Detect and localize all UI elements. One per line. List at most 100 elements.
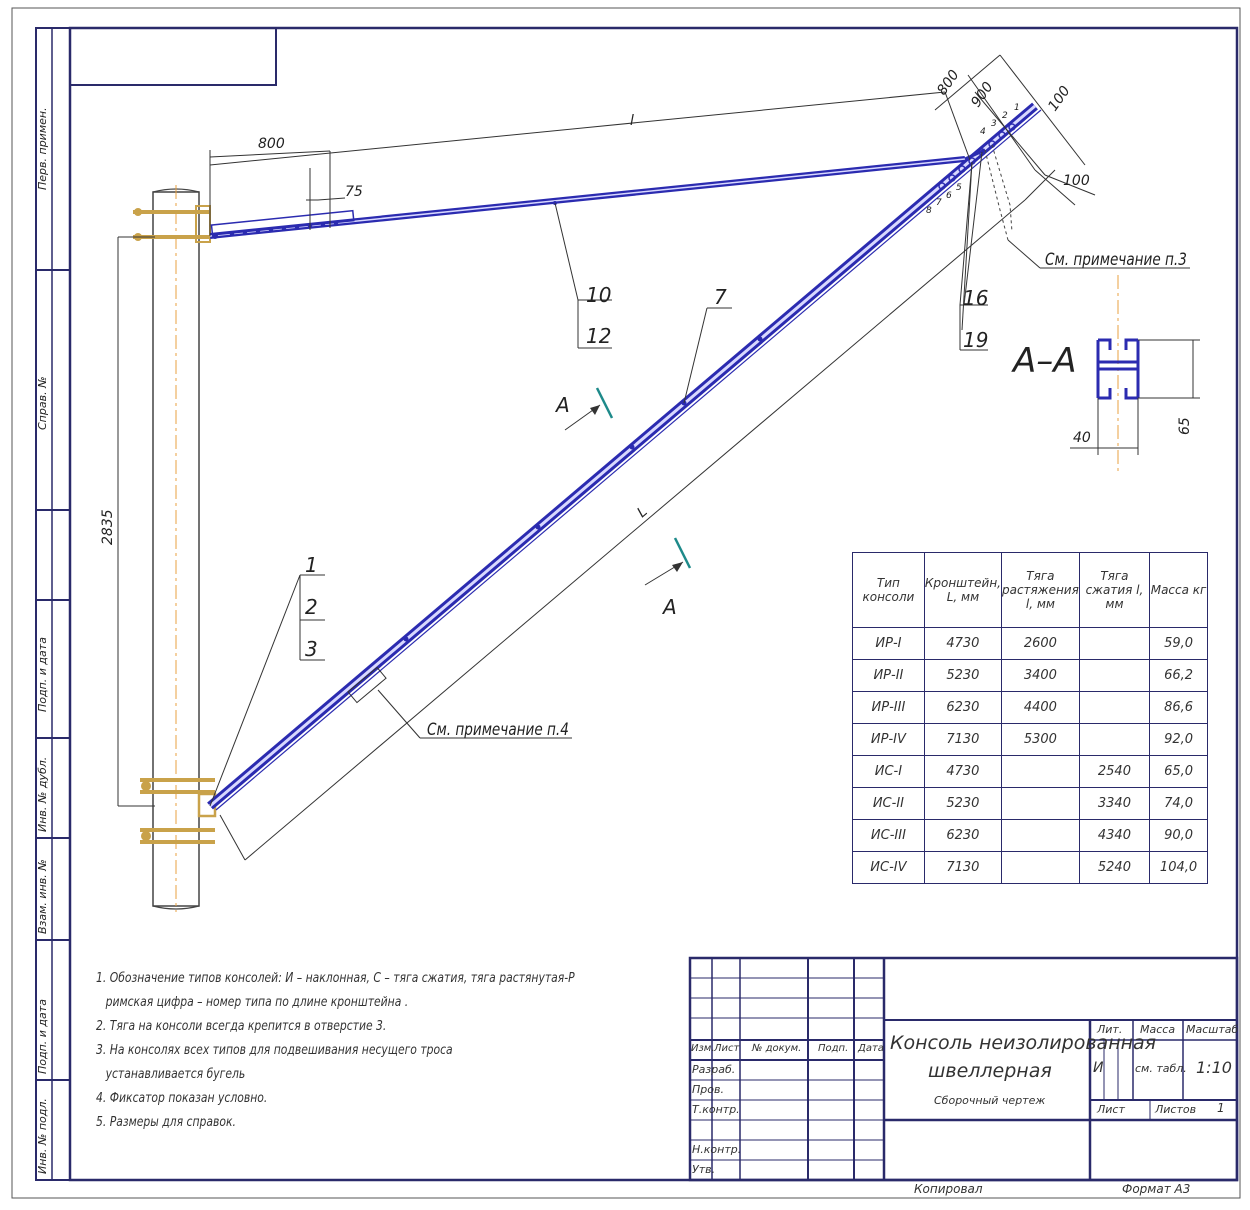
sheets-value: 1 (1217, 1101, 1225, 1115)
svg-text:4: 4 (980, 127, 986, 137)
dim-65: 65 (1177, 417, 1193, 435)
note-ref-3: См. примечание п.3 (1045, 250, 1187, 270)
side-stamp-label: Взам. инв. № (36, 859, 49, 934)
callout-3: 3 (305, 637, 318, 661)
dim-2835: 2835 (100, 509, 116, 545)
support-pole (152, 185, 200, 912)
drawing-title-line2: швеллерная (928, 1060, 1052, 1082)
callout-16: 16 (963, 286, 988, 310)
drawing-subtitle: Сборочный чертеж (934, 1094, 1046, 1107)
technical-notes: 1. Обозначение типов консолей: И – накло… (96, 966, 575, 1134)
svg-text:А: А (554, 393, 570, 417)
dim-100-b: 100 (1063, 173, 1090, 189)
footer-format: Формат А3 (1122, 1182, 1191, 1196)
top-left-stamp (69, 27, 277, 86)
svg-text:5: 5 (956, 183, 962, 193)
note-line: римская цифра – номер типа по длине крон… (105, 994, 409, 1010)
tb-col-list: Лист (714, 1043, 740, 1054)
scale-value: 1:10 (1196, 1058, 1232, 1077)
scale-label: Масштаб (1186, 1023, 1239, 1036)
hole-numbers: 1 2 3 4 5 6 7 8 (926, 103, 1020, 216)
note-line: 1. Обозначение типов консолей: И – накло… (96, 970, 575, 986)
sheet-label: Лист (1097, 1103, 1125, 1116)
svg-text:А: А (661, 595, 677, 619)
side-stamp-label: Инв. № дубл. (36, 757, 49, 832)
side-stamp-label: Подп. и дата (36, 999, 49, 1074)
tb-col-izm: Изм. (691, 1043, 715, 1054)
tb-row-label: Утв. (692, 1163, 716, 1176)
tb-row-label: Разраб. (692, 1063, 736, 1076)
note-ref-4: См. примечание п.4 (427, 720, 569, 740)
title-block (688, 956, 1239, 1182)
side-stamp (35, 27, 71, 1181)
dim-40: 40 (1073, 430, 1091, 446)
dim-900: 900 (968, 79, 996, 110)
svg-text:1: 1 (1014, 103, 1020, 113)
table-header: Тип консоли (852, 552, 925, 628)
table-header: Кронштейн, L, мм (923, 552, 1002, 628)
mass-value: см. табл. (1135, 1062, 1187, 1075)
side-stamp-label: Подп. и дата (36, 637, 49, 712)
dim-100-a: 100 (1045, 83, 1073, 114)
bottom-clamp (140, 778, 217, 844)
section-marker-bottom: А (644, 537, 692, 619)
tb-col-date: Дата (858, 1043, 884, 1054)
svg-text:7: 7 (936, 198, 942, 208)
tb-col-podp: Подп. (818, 1043, 849, 1054)
callout-1: 1 (305, 553, 318, 577)
tb-row-label: Т.контр. (692, 1103, 740, 1116)
outer-frame (11, 7, 1241, 1199)
table-header: Тяга сжатия l, мм (1078, 552, 1151, 628)
tb-row-label: Пров. (692, 1083, 724, 1096)
note-line: 3. На консолях всех типов для подвешиван… (96, 1042, 453, 1058)
note-line: устанавливается бугель (105, 1066, 246, 1082)
dim-l-top: l (630, 113, 634, 129)
side-stamp-label: Инв. № подл. (36, 1098, 49, 1174)
callout-19: 19 (963, 328, 988, 352)
console-types-table: Тип консоли Кронштейн, L, мм Тяга растяж… (852, 552, 1208, 884)
bracket-channel (207, 102, 1042, 811)
dimension-lines (117, 54, 1190, 861)
note-line: 4. Фиксатор показан условно. (96, 1090, 268, 1106)
callout-7: 7 (714, 285, 727, 309)
footer-copied: Копировал (914, 1182, 983, 1196)
svg-text:3: 3 (991, 119, 997, 129)
lit-label: Лит. (1097, 1023, 1123, 1036)
tie-rod (209, 156, 966, 239)
drawing-title: Консоль неизолированная (890, 1032, 1157, 1054)
section-aa: А–А 40 65 (1011, 275, 1200, 475)
dim-75: 75 (345, 184, 363, 200)
callout-2: 2 (305, 595, 318, 619)
table-header: Тяга растяжения l, мм (1000, 552, 1080, 628)
tb-col-doc: № докум. (752, 1043, 802, 1054)
side-stamp-label: Перв. примен. (36, 107, 49, 190)
bugel-hidden (984, 144, 1013, 241)
tb-row-label: Н.контр. (692, 1143, 742, 1156)
side-stamp-label: Справ. № (36, 376, 49, 430)
svg-text:6: 6 (946, 191, 952, 201)
dim-800-left: 800 (258, 136, 285, 152)
sheets-label: Листов (1155, 1103, 1197, 1116)
section-marker-top: А (554, 387, 614, 431)
note-line: 5. Размеры для справок. (96, 1114, 236, 1130)
note-line: 2. Тяга на консоли всегда крепится в отв… (96, 1018, 387, 1034)
svg-text:2: 2 (1002, 111, 1008, 121)
table-header: Масса кг (1149, 552, 1208, 628)
mass-label: Масса (1140, 1023, 1176, 1036)
lit-value: И (1093, 1060, 1104, 1076)
callout-12: 12 (586, 324, 611, 348)
svg-text:А–А: А–А (1011, 341, 1077, 381)
dim-800-right: 800 (934, 67, 962, 98)
callout-10: 10 (586, 283, 611, 307)
svg-text:8: 8 (926, 206, 932, 216)
